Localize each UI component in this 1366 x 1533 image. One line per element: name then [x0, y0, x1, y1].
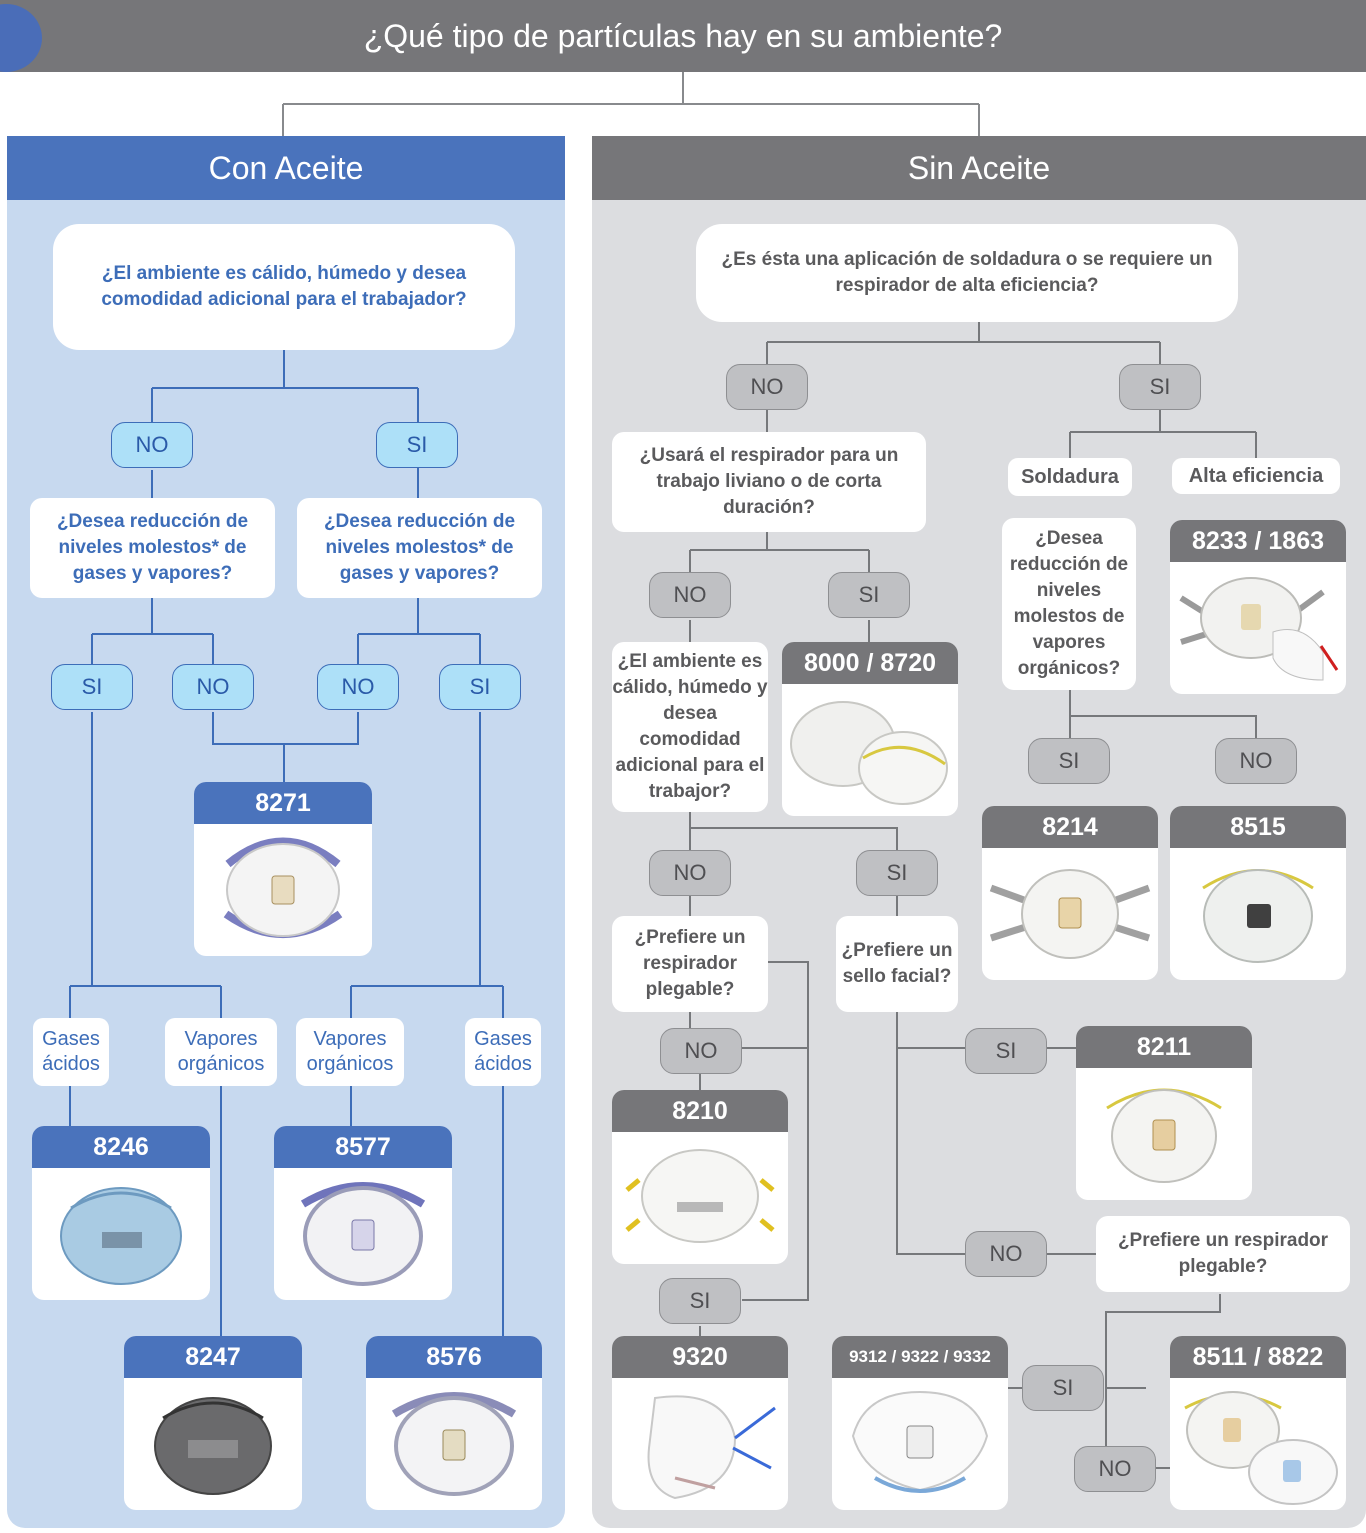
label-vapores-organicos: Vapores orgánicos: [296, 1018, 404, 1086]
product-8214: 8214: [982, 806, 1158, 980]
product-8210: 8210: [612, 1090, 788, 1264]
product-8511-8822: 8511 / 8822: [1170, 1336, 1346, 1510]
question-soldadura-eficiencia: ¿Es ésta una aplicación de soldadura o s…: [696, 224, 1238, 322]
answer-si: SI: [51, 664, 133, 710]
product-9312-9322-9332: 9312 / 9322 / 9332: [832, 1336, 1008, 1510]
respirator-image: [790, 701, 948, 805]
respirator-image: [647, 1395, 776, 1500]
product-8577: 8577: [274, 1126, 452, 1300]
header-bar: [0, 0, 1366, 72]
question-calido-comodidad: ¿El ambiente es cálido, húmedo y desea c…: [53, 224, 515, 350]
product-8246: 8246: [32, 1126, 210, 1300]
product-8247: 8247: [124, 1336, 302, 1510]
answer-si: SI: [1022, 1365, 1104, 1411]
product-code: 8000 / 8720: [782, 642, 958, 684]
answer-si: SI: [856, 850, 938, 896]
product-code: 8576: [366, 1336, 542, 1378]
respirator-image: [1106, 1088, 1222, 1183]
respirator-image: [625, 1149, 775, 1243]
question-prefiere-plegable: ¿Prefiere un respirador plegable?: [612, 916, 768, 1012]
product-8576: 8576: [366, 1336, 542, 1510]
respirator-image: [223, 837, 343, 938]
label-vapores-organicos: Vapores orgánicos: [165, 1018, 277, 1086]
product-8515: 8515: [1170, 806, 1346, 980]
label-soldadura: Soldadura: [1008, 458, 1132, 496]
label-alta-eficiencia: Alta eficiencia: [1172, 458, 1340, 494]
respirator-image: [60, 1187, 182, 1285]
question-vapores-organicos: ¿Desea reducción de niveles molestos de …: [1002, 518, 1136, 690]
answer-no: NO: [1215, 738, 1297, 784]
answer-no: NO: [317, 664, 399, 710]
label-gases-acidos: Gases ácidos: [33, 1018, 109, 1086]
product-code: 8511 / 8822: [1170, 1336, 1346, 1378]
question-reduccion-gases: ¿Desea reducción de niveles molestos* de…: [297, 498, 542, 598]
answer-no: NO: [111, 422, 193, 468]
product-code: 8247: [124, 1336, 302, 1378]
answer-no: NO: [649, 572, 731, 618]
answer-si: SI: [965, 1028, 1047, 1074]
answer-no: NO: [726, 364, 808, 410]
question-calido-trabajor: ¿El ambiente es cálido, húmedo y desea c…: [612, 642, 768, 812]
product-code: 9312 / 9322 / 9332: [832, 1336, 1008, 1378]
product-code: 8211: [1076, 1026, 1252, 1068]
respirator-image: [851, 1390, 989, 1493]
respirator-image: [1202, 869, 1314, 963]
product-8233-1863: 8233 / 1863: [1170, 520, 1346, 694]
answer-si: SI: [376, 422, 458, 468]
answer-no: NO: [172, 664, 254, 710]
answer-si: SI: [659, 1278, 741, 1324]
question-sello-facial: ¿Prefiere un sello facial?: [836, 916, 958, 1012]
respirator-image: [154, 1397, 272, 1495]
answer-si: SI: [828, 572, 910, 618]
product-code: 9320: [612, 1336, 788, 1378]
answer-no: NO: [660, 1028, 742, 1074]
answer-si: SI: [439, 664, 521, 710]
product-8211: 8211: [1076, 1026, 1252, 1200]
answer-no: NO: [965, 1231, 1047, 1277]
respirator-image: [1179, 577, 1339, 681]
product-code: 8233 / 1863: [1170, 520, 1346, 562]
question-prefiere-plegable: ¿Prefiere un respirador plegable?: [1096, 1216, 1350, 1292]
product-8271: 8271: [194, 782, 372, 956]
product-code: 8271: [194, 782, 372, 824]
answer-no: NO: [1074, 1446, 1156, 1492]
answer-si: SI: [1119, 364, 1201, 410]
product-9320: 9320: [612, 1336, 788, 1510]
respirator-image: [1184, 1391, 1338, 1505]
respirator-image: [300, 1182, 426, 1286]
question-trabajo-liviano: ¿Usará el respirador para un trabajo liv…: [612, 432, 926, 532]
product-code: 8214: [982, 806, 1158, 848]
label-gases-acidos: Gases ácidos: [465, 1018, 541, 1086]
panel-title-sin-aceite: Sin Aceite: [592, 136, 1366, 200]
answer-no: NO: [649, 850, 731, 896]
question-reduccion-gases: ¿Desea reducción de niveles molestos* de…: [30, 498, 275, 598]
product-code: 8577: [274, 1126, 452, 1168]
page-title: ¿Qué tipo de partículas hay en su ambien…: [363, 18, 1003, 54]
product-code: 8246: [32, 1126, 210, 1168]
product-8000-8720: 8000 / 8720: [782, 642, 958, 816]
product-code: 8515: [1170, 806, 1346, 848]
product-code: 8210: [612, 1090, 788, 1132]
respirator-image: [989, 869, 1151, 959]
respirator-image: [391, 1392, 517, 1496]
answer-si: SI: [1028, 738, 1110, 784]
panel-title-con-aceite: Con Aceite: [7, 136, 565, 200]
